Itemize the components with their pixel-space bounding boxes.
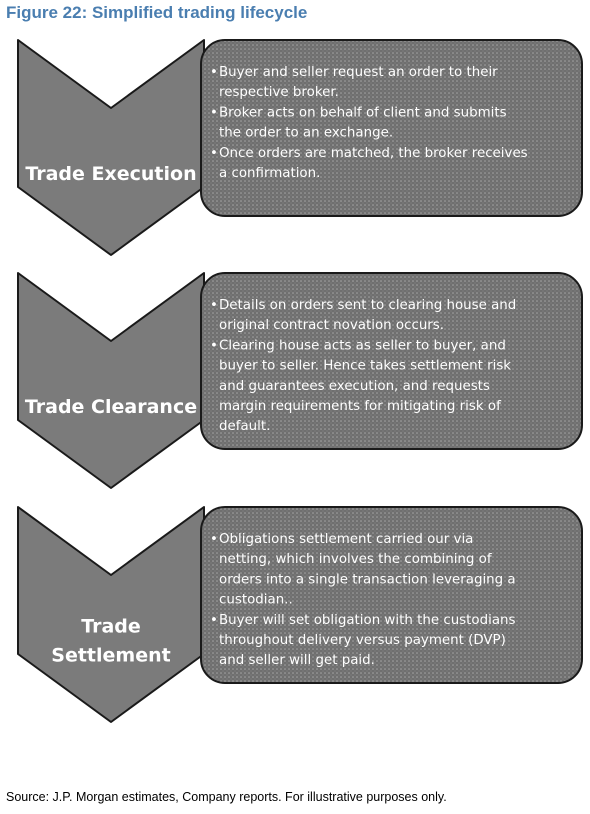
chevron-arrow	[17, 272, 205, 489]
bullet-line: the order to an exchange.	[219, 126, 393, 141]
bullet-line: and seller will get paid.	[219, 653, 375, 668]
bullet-line: Buyer will set obligation with the custo…	[219, 613, 516, 628]
bullet-marker: •	[210, 338, 218, 353]
stage-label: Settlement	[51, 645, 170, 667]
bullet-line: buyer to seller. Hence takes settlement …	[219, 359, 511, 374]
bullet-marker: •	[210, 146, 218, 161]
chevron-arrow	[17, 39, 205, 256]
stage-clearance: Trade Clearance•Details on orders sent t…	[17, 272, 583, 489]
bullet-marker: •	[210, 105, 218, 120]
bullet-line: respective broker.	[219, 85, 339, 100]
figure-title: Figure 22: Simplified trading lifecycle	[6, 3, 308, 22]
bullet-marker: •	[210, 65, 218, 80]
bullet-line: Obligations settlement carried our via	[219, 532, 473, 547]
description-box	[200, 272, 583, 450]
bullet-line: orders into a single transaction leverag…	[219, 572, 516, 587]
source-note: Source: J.P. Morgan estimates, Company r…	[6, 790, 447, 804]
bullet-marker: •	[210, 298, 218, 313]
bullet-line: and guarantees execution, and requests	[219, 379, 490, 394]
stage-execution: Trade Execution•Buyer and seller request…	[17, 39, 583, 256]
stage-label: Trade Execution	[25, 163, 196, 185]
bullet-line: margin requirements for mitigating risk …	[219, 399, 501, 414]
bullet-marker: •	[210, 613, 218, 628]
bullet-line: Clearing house acts as seller to buyer, …	[219, 338, 506, 353]
bullet-line: netting, which involves the combining of	[219, 552, 492, 567]
bullet-line: custodian..	[219, 593, 293, 608]
bullet-line: Once orders are matched, the broker rece…	[219, 146, 528, 161]
description-box	[200, 39, 583, 217]
bullet-line: original contract novation occurs.	[219, 318, 444, 333]
stage-label: Trade Clearance	[25, 396, 197, 418]
bullet-marker: •	[210, 532, 218, 547]
description-box	[200, 506, 583, 684]
bullet-line: Details on orders sent to clearing house…	[219, 298, 516, 313]
bullet-line: a confirmation.	[219, 166, 320, 181]
stage-label: Trade	[81, 616, 141, 638]
bullet-line: Buyer and seller request an order to the…	[219, 65, 498, 80]
chevron-arrow	[17, 506, 205, 723]
bullet-line: Broker acts on behalf of client and subm…	[219, 105, 507, 120]
bullet-line: default.	[219, 419, 270, 434]
bullet-line: throughout delivery versus payment (DVP)	[219, 633, 506, 648]
